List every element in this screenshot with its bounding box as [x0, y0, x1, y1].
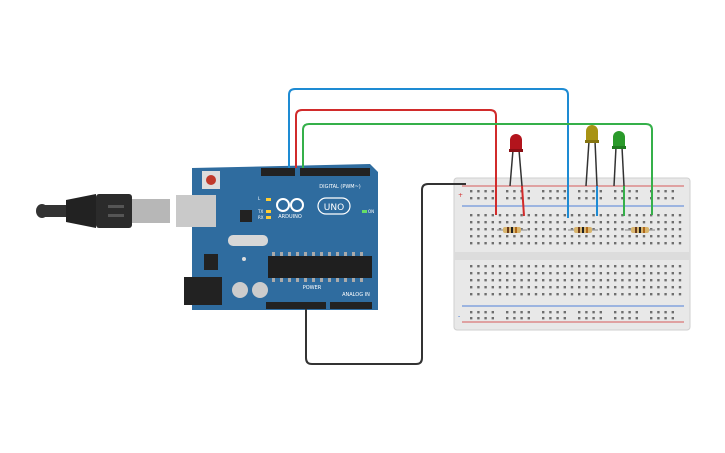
center-channel [454, 252, 690, 260]
resistor-2[interactable] [568, 227, 598, 233]
wire-red[interactable] [295, 109, 497, 215]
header-analog [330, 302, 372, 309]
model-text: UNO [324, 203, 344, 213]
board-dot [242, 257, 246, 261]
regulator [204, 254, 218, 270]
tx-label: TX [257, 209, 263, 214]
chip-pins-top [272, 252, 363, 256]
header-power [266, 302, 326, 309]
on-label: ON [368, 209, 374, 214]
arduino-uno-board[interactable]: ARDUINO UNO DIGITAL (PWM~) ANALOG IN POW… [176, 164, 378, 310]
wire-red-short[interactable] [521, 185, 525, 217]
led-l-indicator [266, 198, 271, 201]
breadboard[interactable]: + - [453, 177, 691, 331]
logo-text: ARDUINO [278, 214, 302, 220]
small-ic [240, 210, 252, 222]
usb-cable[interactable] [36, 194, 170, 228]
header-top-right [300, 168, 370, 176]
led-on-indicator [362, 210, 367, 213]
plus-sign-top: + [458, 192, 463, 199]
atmega-chip [268, 256, 372, 278]
power-jack [184, 277, 222, 305]
l-label: L [258, 196, 261, 201]
resistor-1[interactable] [497, 227, 527, 233]
digital-label: DIGITAL (PWM~) [319, 184, 361, 190]
capacitor-2 [252, 282, 268, 298]
wire-blue[interactable] [288, 88, 569, 218]
crystal [228, 235, 268, 246]
rx-label: RX [258, 215, 264, 220]
led-red[interactable] [509, 134, 523, 187]
resistor-3[interactable] [625, 227, 655, 233]
arduino-logo-icon [276, 198, 304, 212]
usb-port [176, 195, 216, 227]
led-tx-indicator [266, 210, 271, 213]
model-badge [317, 197, 351, 215]
reset-button-cap[interactable] [206, 175, 216, 185]
wire-black-gnd[interactable] [305, 183, 466, 365]
capacitor-1 [232, 282, 248, 298]
chip-pins-bottom [272, 278, 363, 282]
analog-label: ANALOG IN [342, 292, 370, 298]
wire-green[interactable] [302, 123, 653, 215]
header-top-left [261, 168, 295, 176]
led-green[interactable] [612, 131, 626, 187]
led-rx-indicator [266, 216, 271, 219]
breadboard-holes[interactable] [470, 190, 682, 320]
power-label: POWER [303, 285, 322, 291]
minus-sign-bottom: - [458, 313, 460, 320]
led-yellow[interactable] [585, 125, 599, 187]
